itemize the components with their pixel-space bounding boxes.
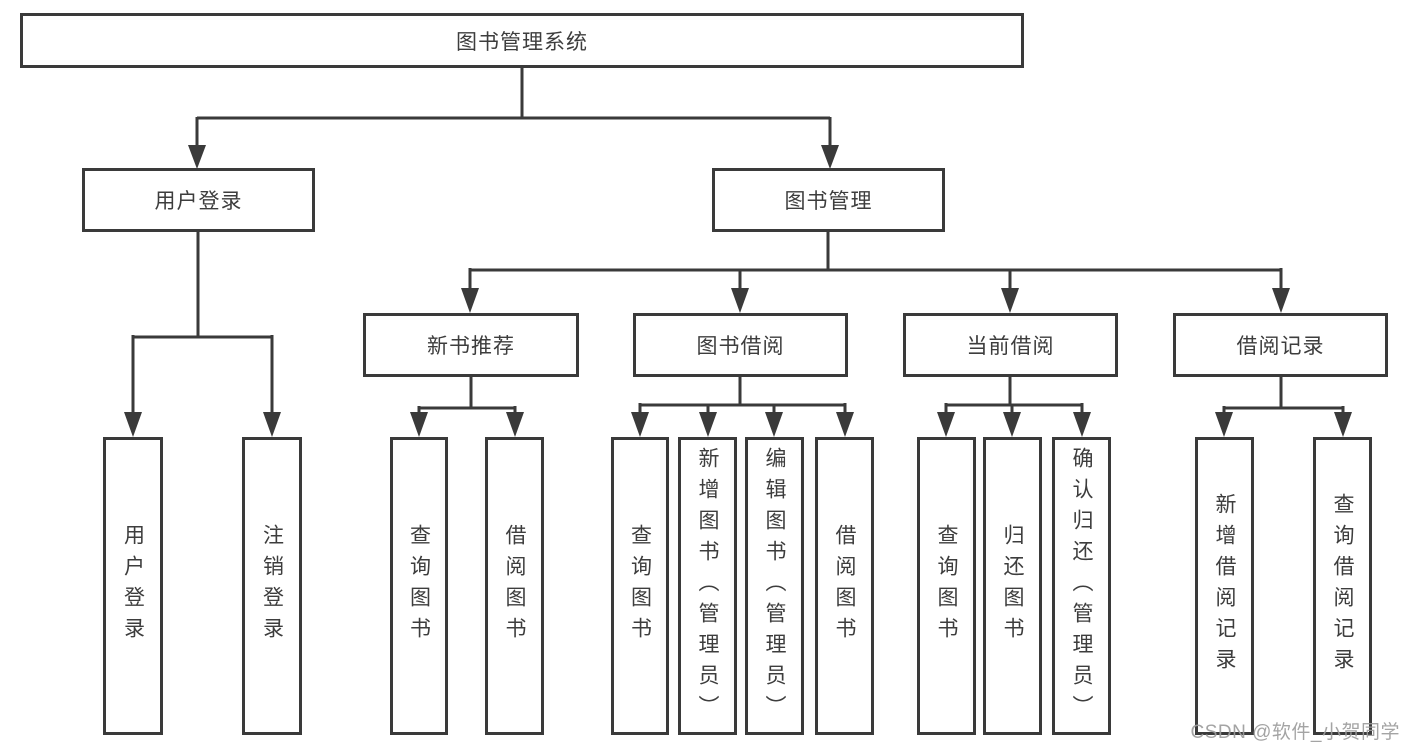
node-current-borrowing-label: 当前借阅 bbox=[966, 335, 1055, 358]
node-root-label: 图书管理系统 bbox=[456, 30, 588, 54]
leaf-edit-books-admin: 编辑图书（管理员） bbox=[745, 437, 804, 735]
node-book-borrowing-label: 图书借阅 bbox=[696, 335, 785, 358]
arrowhead bbox=[1272, 288, 1290, 313]
leaf-logout-login: 注销登录 bbox=[242, 437, 302, 735]
node-root: 图书管理系统 bbox=[20, 13, 1024, 68]
leaf-confirm-return-admin: 确认归还（管理员） bbox=[1052, 437, 1111, 735]
leaf-query-books-borrow: 查询图书 bbox=[611, 437, 669, 735]
node-user-login-label: 用户登录 bbox=[154, 190, 243, 213]
connector-new-book-recommend bbox=[410, 377, 524, 437]
connector-current-borrowing bbox=[937, 377, 1091, 437]
node-user-login: 用户登录 bbox=[82, 168, 315, 232]
leaf-query-borrow-record-label: 查询借阅记录 bbox=[1331, 493, 1354, 679]
leaf-query-books-borrow-label: 查询图书 bbox=[628, 524, 652, 648]
arrowhead bbox=[1003, 412, 1021, 437]
arrowhead bbox=[765, 412, 783, 437]
leaf-edit-books-admin-label: 编辑图书（管理员） bbox=[763, 446, 786, 726]
leaf-query-books-current: 查询图书 bbox=[917, 437, 976, 735]
arrowhead bbox=[1001, 288, 1019, 313]
leaf-borrow-books-borrow-label: 借阅图书 bbox=[833, 524, 856, 648]
leaf-add-books-admin: 新增图书（管理员） bbox=[678, 437, 737, 735]
leaf-return-books-label: 归还图书 bbox=[1001, 524, 1024, 648]
arrowhead bbox=[937, 412, 955, 437]
arrowhead bbox=[821, 145, 839, 169]
connector-root bbox=[188, 68, 839, 169]
connector-book-borrowing bbox=[631, 377, 854, 437]
arrowhead bbox=[124, 412, 142, 437]
node-new-book-recommend: 新书推荐 bbox=[363, 313, 579, 377]
node-current-borrowing: 当前借阅 bbox=[903, 313, 1118, 377]
arrowhead bbox=[1073, 412, 1091, 437]
arrowhead bbox=[410, 412, 428, 437]
arrowhead bbox=[631, 412, 649, 437]
leaf-return-books: 归还图书 bbox=[983, 437, 1042, 735]
connector-user-login bbox=[124, 231, 281, 437]
leaf-borrow-books-new-label: 借阅图书 bbox=[503, 524, 526, 648]
arrowhead bbox=[1334, 412, 1352, 437]
node-borrow-records: 借阅记录 bbox=[1173, 313, 1388, 377]
arrowhead bbox=[461, 288, 479, 313]
leaf-logout-login-label: 注销登录 bbox=[260, 524, 284, 648]
arrowhead bbox=[699, 412, 717, 437]
arrowhead bbox=[731, 288, 749, 313]
watermark: CSDN @软件_小贺同学 bbox=[1190, 722, 1400, 743]
leaf-query-books-new-label: 查询图书 bbox=[407, 524, 431, 648]
leaf-user-login-label: 用户登录 bbox=[121, 524, 145, 648]
leaf-query-books-new: 查询图书 bbox=[390, 437, 448, 735]
connector-borrow-records bbox=[1215, 377, 1352, 437]
arrowhead bbox=[188, 145, 206, 169]
leaf-query-books-current-label: 查询图书 bbox=[935, 524, 958, 648]
node-book-management: 图书管理 bbox=[712, 168, 945, 232]
leaf-confirm-return-admin-label: 确认归还（管理员） bbox=[1070, 446, 1093, 726]
leaf-add-borrow-record: 新增借阅记录 bbox=[1195, 437, 1254, 735]
node-new-book-recommend-label: 新书推荐 bbox=[427, 335, 515, 358]
node-borrow-records-label: 借阅记录 bbox=[1236, 335, 1325, 358]
leaf-borrow-books-new: 借阅图书 bbox=[485, 437, 544, 735]
leaf-add-books-admin-label: 新增图书（管理员） bbox=[696, 446, 719, 726]
arrowhead bbox=[263, 412, 281, 437]
leaf-user-login: 用户登录 bbox=[103, 437, 163, 735]
leaf-query-borrow-record: 查询借阅记录 bbox=[1313, 437, 1372, 735]
node-book-management-label: 图书管理 bbox=[784, 190, 873, 213]
arrowhead bbox=[836, 412, 854, 437]
leaf-borrow-books-borrow: 借阅图书 bbox=[815, 437, 874, 735]
leaf-add-borrow-record-label: 新增借阅记录 bbox=[1213, 493, 1236, 679]
node-book-borrowing: 图书借阅 bbox=[633, 313, 848, 377]
arrowhead bbox=[1215, 412, 1233, 437]
arrowhead bbox=[506, 412, 524, 437]
connector-book-management bbox=[461, 231, 1290, 313]
